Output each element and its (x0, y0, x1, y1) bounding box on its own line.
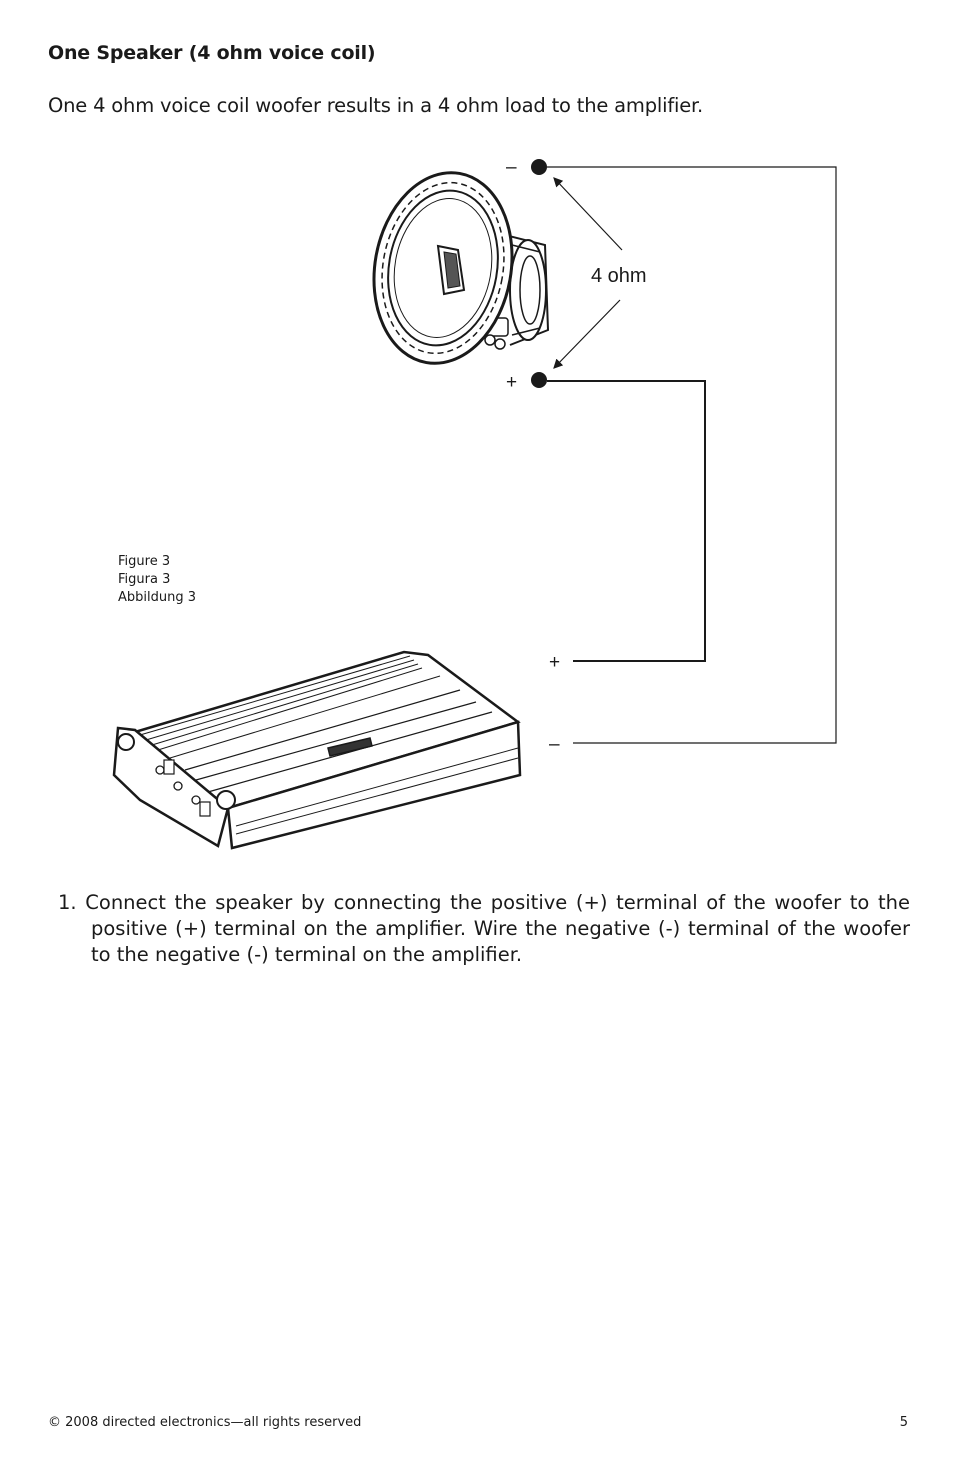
amp-positive-symbol: + (549, 652, 560, 673)
speaker-illustration (372, 171, 550, 365)
page-number: 5 (899, 1415, 908, 1430)
speaker-negative-terminal (531, 159, 547, 175)
positive-wire (547, 380, 706, 662)
figure-caption-en: Figure 3 (118, 554, 171, 569)
impedance-label: 4 ohm (591, 265, 647, 287)
section-heading: One Speaker (4 ohm voice coil) (48, 42, 376, 64)
speaker-positive-symbol: + (506, 372, 517, 393)
impedance-arrow-up (553, 177, 623, 251)
impedance-arrow-down (553, 299, 621, 369)
speaker-positive-terminal (531, 372, 547, 388)
footer-copyright: © 2008 directed electronics—all rights r… (48, 1415, 362, 1430)
figure-caption: Figure 3 Figura 3 Abbildung 3 (118, 553, 196, 607)
figure-caption-de: Abbildung 3 (118, 590, 197, 605)
figure-caption-es: Figura 3 (118, 572, 171, 587)
instruction-step: 1. Connect the speaker by connecting the… (58, 891, 910, 966)
speaker-negative-symbol: – (506, 157, 517, 178)
amp-negative-symbol: – (549, 734, 560, 755)
amplifier-illustration (112, 650, 522, 850)
intro-paragraph: One 4 ohm voice coil woofer results in a… (48, 94, 704, 117)
instruction-list: 1. Connect the speaker by connecting the… (58, 890, 910, 968)
negative-wire (547, 166, 837, 744)
wiring-diagram: – + 4 ohm + – (112, 157, 837, 850)
